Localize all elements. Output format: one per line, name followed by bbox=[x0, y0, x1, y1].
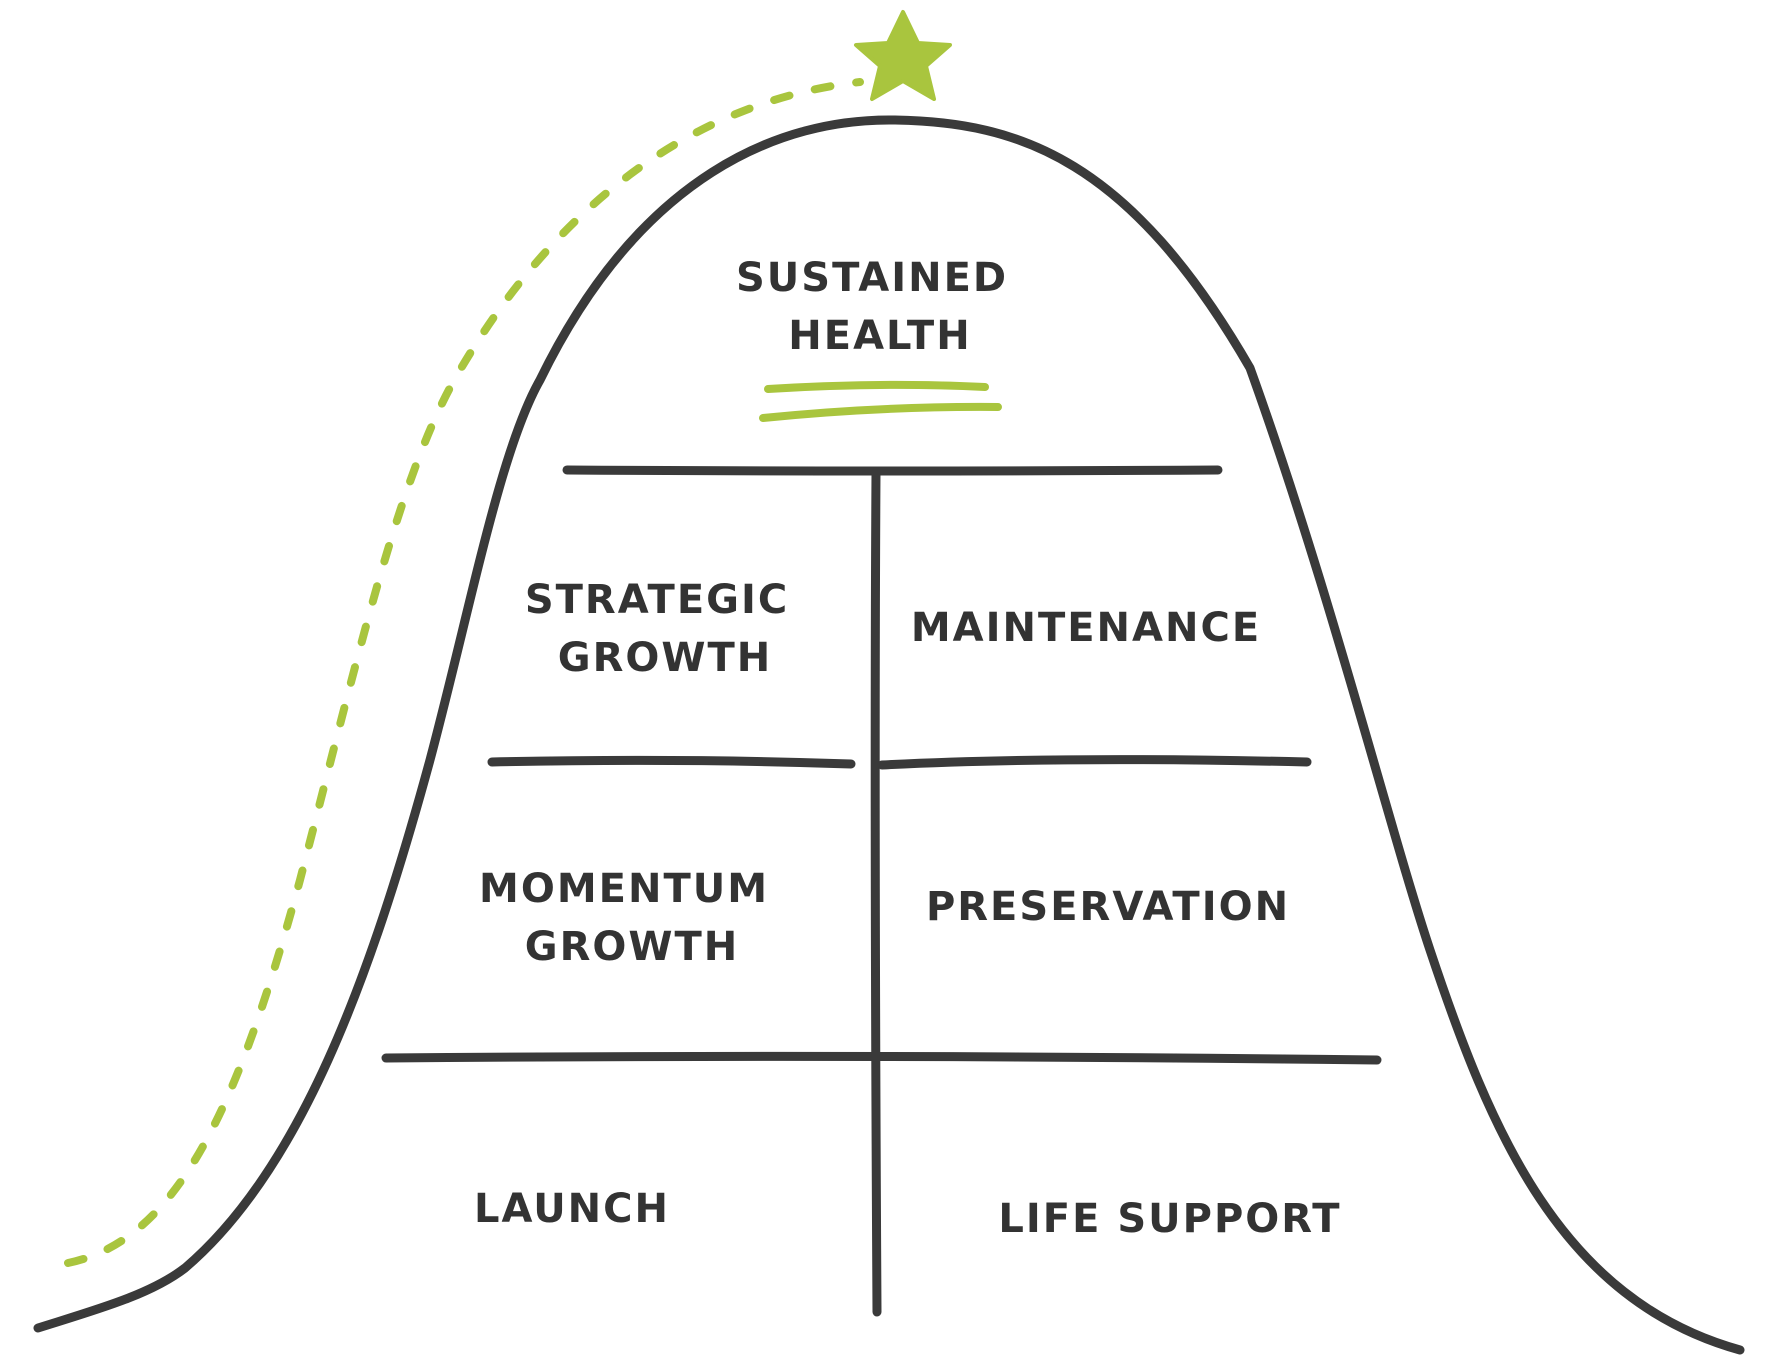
top-divider-line bbox=[562, 465, 1223, 476]
star-icon bbox=[854, 10, 952, 101]
label-strategic-growth: STRATEGIC GROWTH bbox=[525, 577, 805, 681]
label-launch: LAUNCH bbox=[474, 1186, 670, 1232]
growth-trajectory-dashed-line bbox=[64, 78, 864, 1267]
label-life-support: LIFE SUPPORT bbox=[998, 1196, 1341, 1242]
right-middle-divider-line bbox=[877, 755, 1312, 770]
left-middle-divider-line bbox=[487, 755, 856, 769]
sustained-health-underline-top bbox=[764, 380, 989, 393]
label-maintenance: MAINTENANCE bbox=[911, 605, 1261, 651]
label-momentum-growth: MOMENTUM GROWTH bbox=[479, 866, 785, 970]
bottom-divider-line bbox=[381, 1051, 1382, 1065]
center-vertical-divider bbox=[870, 467, 882, 1317]
sustained-health-underline-bottom bbox=[759, 402, 1002, 422]
label-sustained-health: SUSTAINED HEALTH bbox=[736, 255, 1024, 359]
label-preservation: PRESERVATION bbox=[926, 884, 1290, 930]
bell-curve bbox=[33, 115, 1745, 1355]
